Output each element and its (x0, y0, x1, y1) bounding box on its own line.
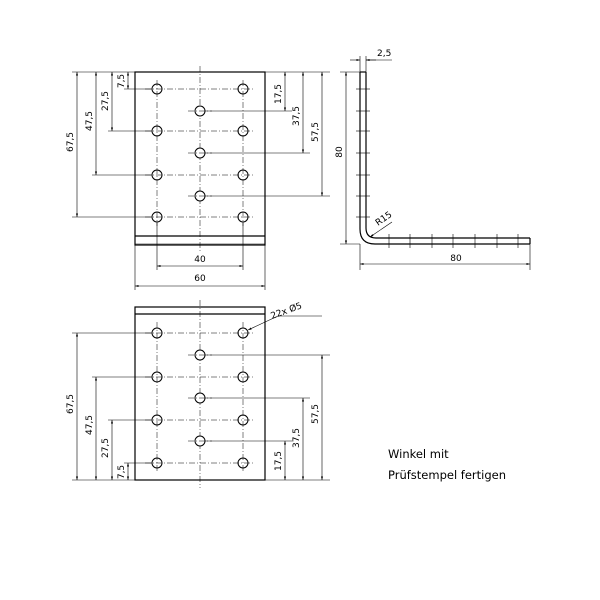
front-dimension-lines-left (75, 72, 130, 217)
dim-label: 7,5 (117, 465, 127, 479)
dim-label: 47,5 (85, 415, 95, 435)
bottom-dimension-lines-right (283, 355, 324, 480)
front-extension-lines-left (72, 71, 152, 218)
side-outer-profile (359, 72, 530, 245)
holes-leader (247, 315, 279, 331)
bottom-hole-centerlines (145, 322, 255, 472)
dim-label: 17,5 (274, 84, 284, 104)
front-dimension-lines-bottom (134, 222, 266, 290)
dim-label: 37,5 (292, 106, 302, 126)
dim-label: 27,5 (101, 91, 111, 111)
dim-label: 47,5 (85, 111, 95, 131)
note-line-1: Winkel mit (388, 447, 449, 461)
side-hole-marks (356, 88, 519, 248)
front-extension-lines-right (205, 71, 330, 197)
front-dimension-lines-right (283, 72, 324, 196)
dim-label: 40 (194, 255, 206, 265)
dim-label: 60 (194, 274, 206, 284)
dim-label: 27,5 (101, 438, 111, 458)
bottom-view: 22x Ø5 67,5 47,5 27,5 7,5 (66, 300, 330, 488)
dim-label: 80 (450, 254, 462, 264)
dim-label: 2,5 (377, 49, 391, 59)
note: Winkel mit Prüfstempel fertigen (388, 447, 506, 482)
bottom-dimension-lines-left (75, 333, 130, 480)
front-view: 7,5 27,5 47,5 67,5 17,5 37,5 57,5 (66, 66, 330, 290)
dim-label: 57,5 (311, 404, 321, 424)
dim-label: 37,5 (292, 428, 302, 448)
side-inner-profile (365, 72, 530, 239)
dim-label: R15 (374, 210, 394, 228)
holes-callout: 22x Ø5 (269, 300, 303, 321)
side-radius-leader (369, 221, 393, 238)
dim-label: 67,5 (66, 132, 76, 152)
dim-label: 67,5 (66, 394, 76, 414)
note-line-2: Prüfstempel fertigen (388, 468, 506, 482)
bottom-extension-lines-right (205, 354, 330, 481)
dim-label: 80 (335, 146, 345, 158)
dim-label: 7,5 (117, 74, 127, 88)
dim-label: 17,5 (274, 451, 284, 471)
dim-label: 57,5 (311, 122, 321, 142)
side-view: 2,5 80 R15 80 (335, 49, 531, 270)
